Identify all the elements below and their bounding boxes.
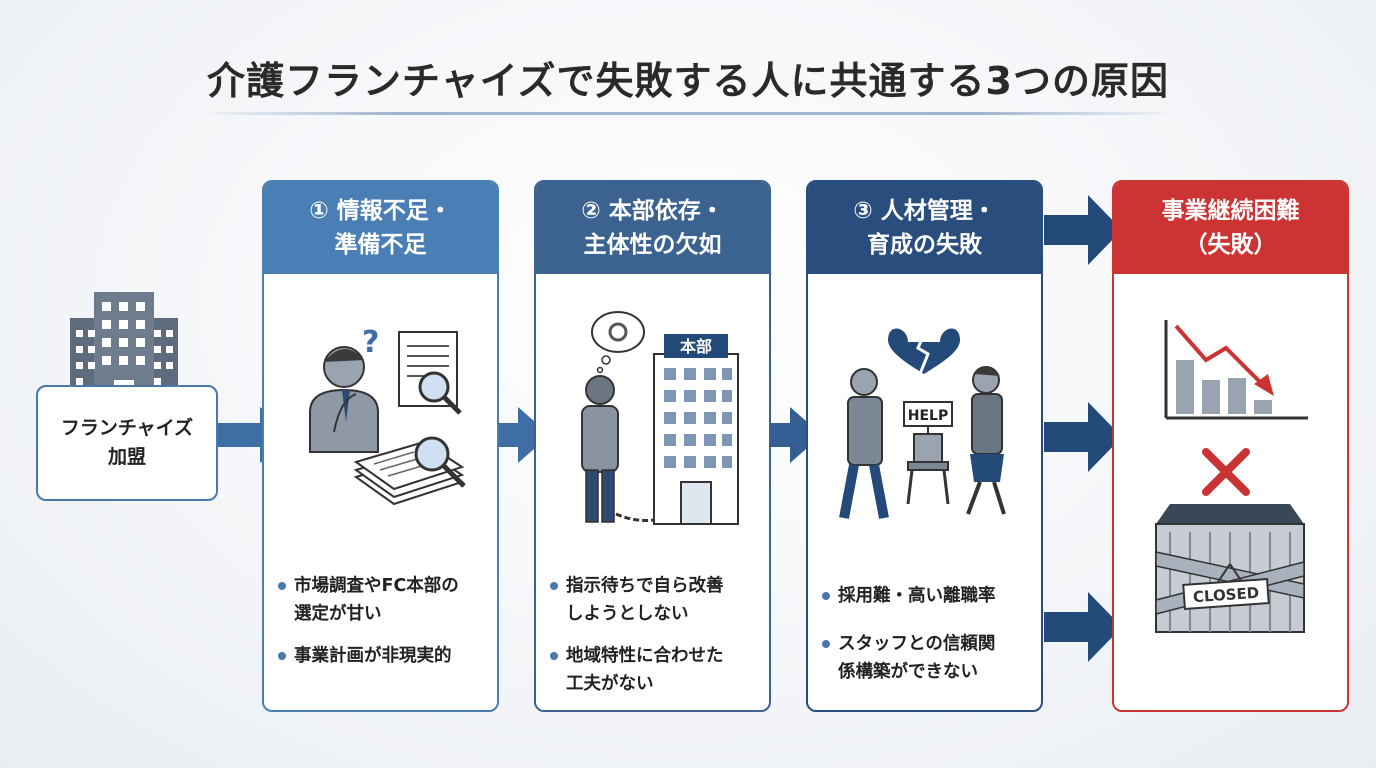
bullet-dot — [822, 592, 830, 600]
cause-2-bullets: 指示待ちで自ら改善しようとしない 地域特性に合わせた工夫がない — [550, 572, 766, 710]
list-item: スタッフとの信頼関係構築ができない — [822, 630, 1038, 686]
bullet-text: 採用難・高い離職率 — [838, 586, 996, 606]
arrow-to-result-middle — [1044, 402, 1122, 472]
bullet-text: 指示待ちで自ら改善 — [566, 576, 724, 596]
bullet-text: 工夫がない — [566, 674, 654, 694]
help-sign: HELP — [908, 408, 948, 424]
bullet-dot — [822, 640, 830, 648]
cause-card-2-header: ② 本部依存・ 主体性の欠如 — [536, 182, 769, 274]
result-title-line1: 事業継続困難 — [1161, 198, 1300, 224]
closed-business-illustration: CLOSED — [1155, 320, 1308, 633]
cause-3-title-line2: 育成の失敗 — [867, 232, 982, 258]
declining-chart-icon — [1164, 320, 1308, 420]
cause-1-title-line1: ① 情報不足・ — [309, 198, 452, 224]
bullet-dot — [278, 582, 286, 590]
arrow-to-result-bottom — [1044, 592, 1122, 662]
cause-card-2: ② 本部依存・ 主体性の欠如 本部 指示待ちで自ら改善しようとしない — [534, 180, 771, 712]
cause-1-bullets: 市場調査やFC本部の選定が甘い 事業計画が非現実的 — [278, 572, 494, 684]
cause-3-bullets: 採用難・高い離職率 スタッフとの信頼関係構築ができない — [822, 582, 1038, 700]
staff-leaving-illustration: HELP — [839, 328, 1006, 519]
bullet-text: スタッフとの信頼関 — [838, 634, 996, 654]
title-underline — [200, 112, 1176, 115]
bullet-text: 事業計画が非現実的 — [294, 646, 452, 666]
cross-icon — [1202, 448, 1250, 496]
bullet-text: 地域特性に合わせた — [566, 646, 724, 666]
arrow-to-result-top — [1044, 195, 1122, 265]
cause-2-title-line1: ② 本部依存・ — [581, 198, 724, 224]
start-label-line2: 加盟 — [107, 446, 146, 468]
cause-card-1: ① 情報不足・ 準備不足 ? 市場調査や — [262, 180, 499, 712]
result-card: 事業継続困難 （失敗） CLO — [1112, 180, 1349, 712]
bullet-text: しようとしない — [566, 604, 689, 624]
cause-card-3-header: ③ 人材管理・ 育成の失敗 — [808, 182, 1041, 274]
cause-2-title-line2: 主体性の欠如 — [583, 232, 722, 258]
bullet-text: 市場調査やFC本部の — [294, 576, 459, 596]
list-item: 採用難・高い離職率 — [822, 582, 1038, 610]
start-box: フランチャイズ 加盟 — [36, 385, 218, 501]
list-item: 市場調査やFC本部の選定が甘い — [278, 572, 494, 628]
confused-person-documents-illustration: ? — [309, 325, 466, 506]
bullet-text: 選定が甘い — [294, 604, 382, 624]
cause-1-title-line2: 準備不足 — [334, 232, 427, 258]
cause-card-1-header: ① 情報不足・ 準備不足 — [264, 182, 497, 274]
bullet-dot — [550, 582, 558, 590]
arrow-to-cause2 — [488, 407, 550, 463]
result-card-header: 事業継続困難 （失敗） — [1114, 182, 1347, 274]
start-label-line1: フランチャイズ — [60, 417, 194, 439]
bullet-dot — [550, 652, 558, 660]
closed-sign: CLOSED — [1192, 584, 1259, 607]
svg-text:?: ? — [362, 325, 379, 360]
bullet-text: 係構築ができない — [838, 662, 978, 682]
list-item: 指示待ちで自ら改善しようとしない — [550, 572, 766, 628]
hq-sign: 本部 — [680, 337, 712, 356]
arrow-to-cause3 — [760, 407, 822, 463]
list-item: 事業計画が非現実的 — [278, 642, 494, 670]
bullet-dot — [278, 652, 286, 660]
result-title-line2: （失敗） — [1184, 232, 1277, 258]
cause-card-3: ③ 人材管理・ 育成の失敗 HELP 採用難・高い離職率 — [806, 180, 1043, 712]
cause-3-title-line1: ③ 人材管理・ — [853, 198, 996, 224]
list-item: 地域特性に合わせた工夫がない — [550, 642, 766, 698]
dependent-person-headquarters-illustration: 本部 — [581, 311, 739, 525]
page-title: 介護フランチャイズで失敗する人に共通する3つの原因 — [207, 59, 1169, 103]
